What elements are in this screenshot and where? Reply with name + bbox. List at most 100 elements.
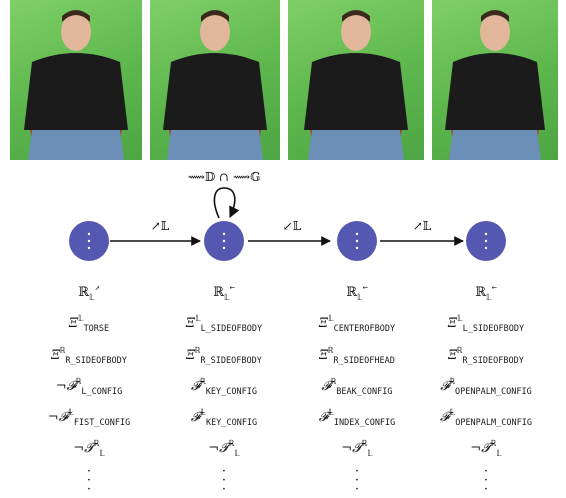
predicate-sup: ℝ bbox=[94, 439, 100, 450]
predicate-sup: ℝ bbox=[229, 439, 235, 450]
predicate-sub: L_CONFIG bbox=[81, 386, 123, 397]
predicate-symbol: 𝓕 bbox=[440, 378, 450, 394]
state-header-base: ℝ bbox=[475, 284, 487, 300]
predicate-sup: ℝ bbox=[195, 345, 201, 356]
vertical-ellipsis: ··· bbox=[483, 463, 489, 497]
predicate-symbol: 𝓕 bbox=[58, 409, 69, 425]
predicate-row: Ξ𝕃L_SIDEOFBODY bbox=[154, 309, 294, 340]
predicate-sup: ℝ bbox=[60, 345, 66, 356]
state-header-base: ℝ bbox=[213, 284, 225, 300]
predicate-sub: TORSE bbox=[83, 324, 110, 334]
predicate-sup: ℝ bbox=[331, 376, 337, 387]
predicate-row: 𝓕ℝBEAK_CONFIG bbox=[287, 372, 427, 403]
predicate-row: ΞℝR_SIDEOFBODY bbox=[154, 341, 294, 372]
negation-symbol: ¬ bbox=[470, 441, 482, 457]
predicate-sup: ℝ bbox=[449, 376, 455, 387]
predicate-sub: CENTEROFBODY bbox=[333, 324, 396, 334]
state-header: ℝ𝕃← bbox=[287, 278, 427, 309]
predicate-symbol: 𝓣 bbox=[84, 441, 95, 457]
predicate-sub: OPENPALM_CONFIG bbox=[455, 417, 532, 428]
predicate-sup: ℝ bbox=[200, 376, 206, 387]
predicate-row: 𝓕𝕃KEY_CONFIG bbox=[154, 403, 294, 434]
negation-symbol: ¬ bbox=[73, 441, 85, 457]
predicate-symbol: 𝓕 bbox=[66, 378, 77, 394]
predicate-symbol: Ξ bbox=[448, 347, 458, 363]
predicate-sub: R_SIDEOFBODY bbox=[462, 355, 524, 366]
predicate-row: ¬𝓕ℝL_CONFIG bbox=[19, 372, 159, 403]
state-header-sup: ← bbox=[491, 283, 497, 293]
predicate-sup: 𝕃 bbox=[195, 314, 201, 325]
predicate-symbol: Ξ bbox=[319, 347, 329, 363]
predicate-sup: 𝕃 bbox=[200, 408, 206, 418]
state-header-sup: ↗ bbox=[94, 283, 100, 293]
predicate-symbol: Ξ bbox=[447, 316, 458, 332]
predicate-sub: INDEX_CONFIG bbox=[333, 417, 396, 428]
predicate-symbol: 𝓣 bbox=[352, 441, 363, 457]
predicate-row: 𝓕ℝOPENPALM_CONFIG bbox=[416, 372, 556, 403]
edge-label-1: ↗𝕃 bbox=[151, 219, 170, 233]
state-header-sup: ← bbox=[362, 283, 368, 293]
predicate-sup: ℝ bbox=[328, 345, 334, 356]
predicate-symbol: 𝓕 bbox=[318, 409, 329, 425]
predicate-sub: R_SIDEOFBODY bbox=[200, 355, 262, 366]
self-loop-arrow bbox=[213, 187, 240, 219]
negation-symbol: ¬ bbox=[47, 409, 59, 425]
predicate-sup: 𝕃 bbox=[449, 408, 456, 418]
predicate-row: Ξ𝕃L_SIDEOFBODY bbox=[416, 309, 556, 340]
state-header: ℝ𝕃← bbox=[416, 278, 556, 309]
predicate-symbol: Ξ bbox=[318, 316, 329, 332]
predicate-sub: BEAK_CONFIG bbox=[336, 386, 393, 397]
predicate-symbol: 𝓣 bbox=[481, 441, 492, 457]
predicate-symbol: 𝓣 bbox=[219, 441, 230, 457]
predicate-sup: 𝕃 bbox=[77, 314, 84, 325]
predicate-sub: KEY_CONFIG bbox=[205, 386, 257, 397]
edge-label-3: ↗𝕃 bbox=[413, 219, 432, 233]
predicate-sub: FIST_CONFIG bbox=[73, 417, 131, 428]
predicate-symbol: 𝓕 bbox=[191, 378, 201, 394]
vertical-ellipsis: ··· bbox=[86, 463, 92, 497]
predicate-row: ¬𝓣ℝ𝕃 bbox=[19, 434, 159, 465]
loop-label: ⟿𝔻 ∩ ⟿𝔾 bbox=[188, 170, 261, 184]
predicate-row: ΞℝR_SIDEOFBODY bbox=[416, 341, 556, 372]
predicate-symbol: 𝓕 bbox=[440, 409, 450, 425]
predicate-sup: ℝ bbox=[362, 439, 368, 450]
predicate-sub: L_SIDEOFBODY bbox=[462, 324, 525, 334]
negation-symbol: ¬ bbox=[341, 441, 353, 457]
predicate-row: 𝓕ℝKEY_CONFIG bbox=[154, 372, 294, 403]
predicate-symbol: Ξ bbox=[185, 316, 196, 332]
predicate-sub: 𝕃 bbox=[496, 449, 502, 459]
vertical-ellipsis: ··· bbox=[354, 463, 360, 497]
predicate-sub: L_SIDEOFBODY bbox=[200, 324, 263, 334]
predicate-row: Ξ𝕃TORSE bbox=[19, 309, 159, 340]
predicate-symbol: Ξ bbox=[51, 347, 61, 363]
predicate-symbol: 𝓕 bbox=[190, 409, 201, 425]
predicate-sub: 𝕃 bbox=[234, 449, 240, 459]
predicate-row: ¬𝓣ℝ𝕃 bbox=[287, 434, 427, 465]
predicate-row: ¬𝓣ℝ𝕃 bbox=[416, 434, 556, 465]
state-header-base: ℝ bbox=[78, 284, 90, 300]
node-dots bbox=[87, 232, 488, 250]
state-header: ℝ𝕃← bbox=[154, 278, 294, 309]
edge-label-2: ↙𝕃 bbox=[283, 219, 302, 233]
predicate-sup: 𝕃 bbox=[328, 314, 334, 325]
predicate-sup: ℝ bbox=[76, 376, 82, 387]
predicate-symbol: Ξ bbox=[68, 316, 78, 332]
predicate-sub: OPENPALM_CONFIG bbox=[454, 386, 532, 397]
predicate-symbol: 𝓕 bbox=[321, 378, 332, 394]
predicate-row: ΞℝR_SIDEOFHEAD bbox=[287, 341, 427, 372]
state-header-base: ℝ bbox=[346, 284, 358, 300]
state-header-sup: ← bbox=[229, 283, 235, 293]
predicate-sup: 𝕃 bbox=[68, 408, 74, 418]
state-header-sub: 𝕃 bbox=[486, 292, 492, 303]
predicate-sup: 𝕃 bbox=[328, 408, 334, 418]
predicate-sup: 𝕃 bbox=[457, 314, 463, 325]
predicate-symbol: Ξ bbox=[186, 347, 196, 363]
predicate-sub: KEY_CONFIG bbox=[206, 417, 258, 428]
signer-figures bbox=[24, 10, 545, 160]
predicate-row: Ξ𝕃CENTEROFBODY bbox=[287, 309, 427, 340]
